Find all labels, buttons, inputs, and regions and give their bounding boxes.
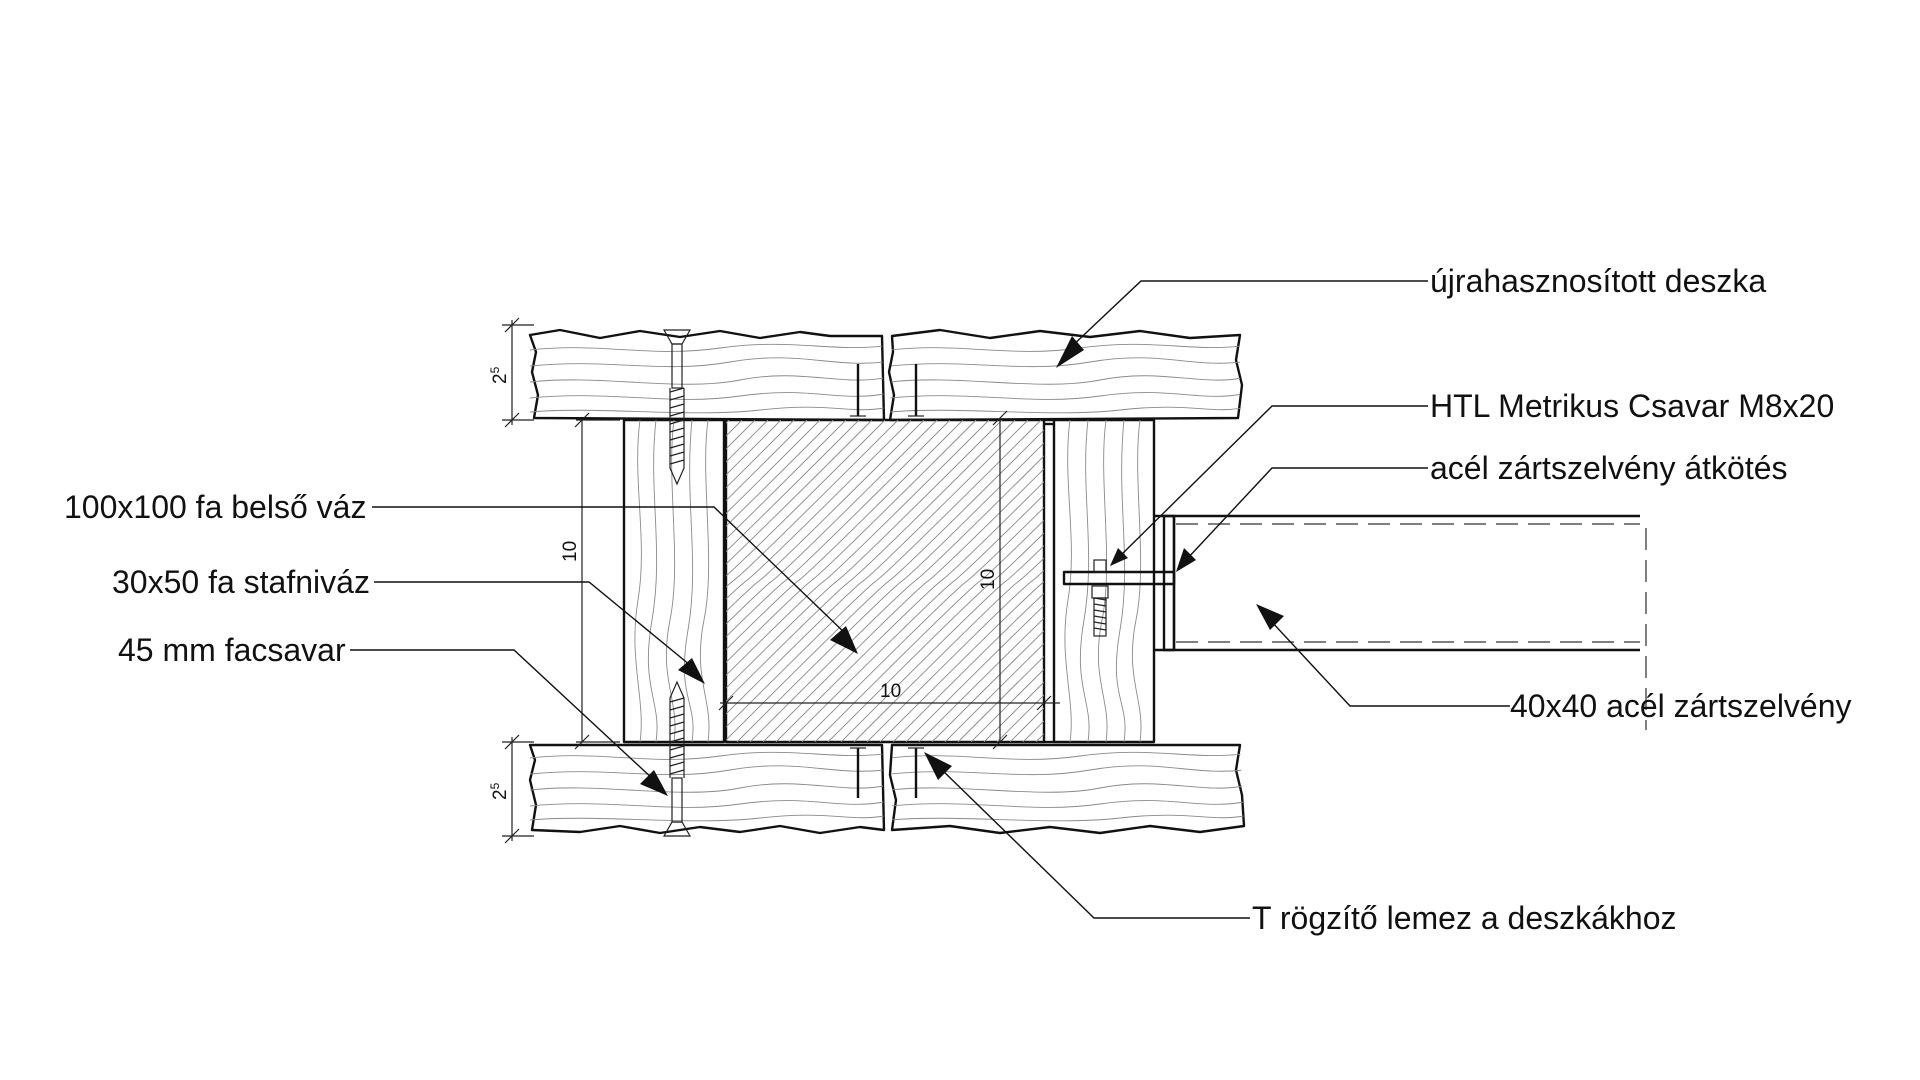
hatch-line (726, 420, 977, 664)
hatch-line (726, 420, 899, 588)
hatch-line (970, 668, 1044, 742)
wood-screw-top (662, 329, 692, 486)
bottom-board (528, 743, 1246, 835)
dimension-inner-width: 10 (718, 681, 1060, 711)
svg-text:25: 25 (488, 366, 511, 384)
dimension-top-board: 25 (488, 317, 534, 428)
hatch-line (749, 455, 1044, 742)
hatch-line (879, 581, 1044, 742)
hatch-line (726, 420, 795, 489)
leader-steel-connection (1176, 467, 1428, 572)
svg-text:10: 10 (978, 569, 999, 590)
dimension-inner-height: 10 (978, 410, 1008, 750)
hatch-line (866, 569, 1044, 742)
hatch-line (726, 420, 730, 424)
left-batten-stud (622, 418, 726, 744)
hatch-line (726, 420, 834, 527)
steel-tube-40x40 (1154, 514, 1647, 730)
svg-text:25: 25 (488, 782, 511, 800)
hatch-line (788, 494, 1044, 742)
hatch-line (840, 545, 1044, 742)
wood-screw-bottom (662, 680, 692, 837)
label-wood-screw: 45 mm facsavar (118, 632, 346, 668)
hatch-line (726, 420, 782, 476)
hatch-line (726, 420, 951, 638)
dimension-total-height: 10 (560, 412, 620, 750)
leader-reused-board (1056, 280, 1428, 368)
hatch-line (726, 420, 964, 651)
hatch-line (944, 643, 1044, 742)
leader-wood-screw (350, 649, 668, 796)
leader-htl-bolt (1110, 405, 1428, 566)
board-nails (850, 364, 924, 798)
dimension-bottom-board: 25 (488, 734, 534, 844)
hatch-line (726, 420, 990, 676)
hatch-line (726, 420, 808, 502)
label-batten-frame: 30x50 fa stafniváz (112, 564, 370, 600)
hatch-line (726, 420, 938, 625)
leader-steel-tube (1256, 604, 1510, 707)
label-reused-board: újrahasznosított deszka (1430, 263, 1766, 299)
hatch-line (726, 420, 860, 553)
inner-frame-100x100 (386, 418, 1046, 744)
hatch-line (726, 420, 769, 463)
hatch-line (726, 420, 821, 515)
hatch-line (892, 592, 1044, 742)
hatch-line (775, 481, 1044, 742)
label-steel-connection: acél zártszelvény átkötés (1430, 450, 1788, 486)
htl-bolt (1091, 559, 1109, 637)
hatch-line (726, 420, 1016, 702)
hatch-line (726, 420, 1029, 715)
leader-inner-frame (372, 506, 858, 654)
hatch-line (957, 655, 1044, 742)
label-t-plate: T rögzítő lemez a deszkákhoz (1252, 900, 1677, 936)
hatch-line (726, 420, 912, 600)
hatch-line (905, 605, 1044, 742)
leader-batten-frame (374, 581, 705, 684)
hatch-line (801, 506, 1044, 742)
hatch-line (726, 420, 1003, 689)
right-batten-stud (1044, 418, 1156, 744)
svg-text:10: 10 (560, 541, 581, 562)
hatch-line (726, 429, 1044, 741)
label-htl-bolt: HTL Metrikus Csavar M8x20 (1430, 388, 1834, 424)
label-steel-tube: 40x40 acél zártszelvény (1510, 688, 1852, 724)
hatch-line (386, 420, 716, 742)
leader-t-plate (924, 752, 1250, 919)
hatch-line (726, 420, 847, 540)
hatch-line (762, 468, 1044, 742)
hatch-line (726, 420, 925, 613)
hatch-line (726, 420, 873, 565)
top-board (528, 328, 1244, 422)
hatch-line (726, 420, 886, 577)
label-inner-frame: 100x100 fa belső váz (64, 489, 366, 525)
hatch-line (983, 681, 1044, 742)
hatch-line (814, 519, 1044, 742)
hatch-line (931, 630, 1044, 742)
hatch-line (726, 420, 1042, 728)
hatch-line (736, 442, 1044, 742)
hatch-line (827, 532, 1044, 742)
hatch-line (853, 557, 1044, 742)
svg-text:10: 10 (880, 681, 901, 702)
